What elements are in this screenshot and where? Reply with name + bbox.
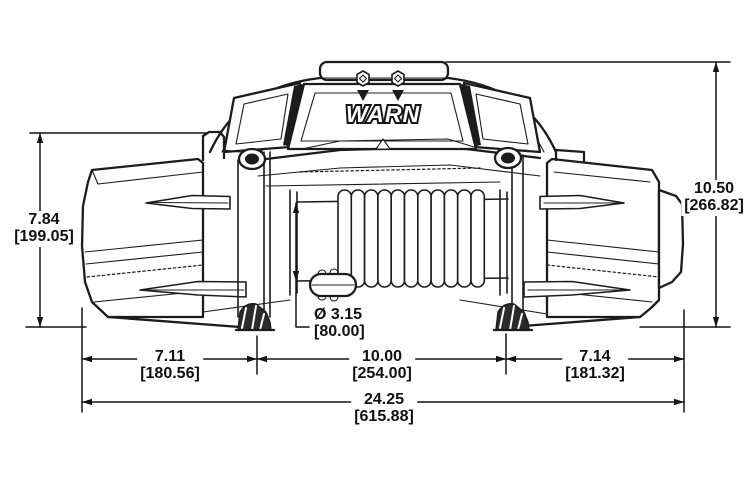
drum-flange-right — [499, 189, 508, 296]
dimension-value-inches: Ø 3.15 — [314, 306, 363, 324]
dimension-value-mm: [254.00] — [352, 365, 412, 382]
dimension-value-inches: 7.84 — [28, 211, 60, 229]
cap-bolt-left — [356, 70, 370, 101]
right-tie-rod — [523, 280, 631, 298]
dimension-label-height-overall: 10.50 [266.82] — [681, 180, 747, 216]
panel-notch — [375, 138, 391, 150]
dim-line-drum-leader — [295, 202, 310, 328]
dimension-label-height-left: 7.84 [199.05] — [11, 211, 77, 247]
left-wing-panel — [222, 81, 303, 154]
dimension-value-mm: [180.56] — [140, 365, 200, 382]
dimension-value-mm: [615.88] — [354, 408, 414, 425]
top-tab — [554, 148, 586, 164]
right-lever — [539, 194, 625, 210]
dimension-label-width-motor-side: 7.11 [180.56] — [137, 348, 203, 384]
dimension-label-width-drum: 10.00 [254.00] — [349, 348, 415, 384]
rear-tab — [201, 130, 226, 162]
dimension-label-width-gear-side: 7.14 [181.32] — [562, 348, 628, 384]
cap-bolt-right — [391, 70, 405, 101]
dimension-value-mm: [181.32] — [565, 365, 625, 382]
end-cap — [657, 188, 685, 290]
rope-drum — [289, 189, 509, 302]
dimension-value-mm: [266.82] — [684, 197, 744, 214]
dimension-value-mm: [199.05] — [14, 228, 74, 245]
dimension-label-width-overall: 24.25 [615.88] — [351, 391, 417, 427]
right-support-plate — [511, 154, 524, 318]
warn-logo-text: WARN — [346, 101, 420, 127]
right-wing-panel — [461, 81, 542, 154]
dimension-value-inches: 10.00 — [361, 348, 403, 366]
right-gear-housing — [459, 148, 685, 329]
rope-anchor — [308, 268, 358, 302]
left-tie-rod — [139, 280, 247, 298]
left-motor-housing — [80, 130, 291, 329]
mounting-foot-left — [234, 302, 276, 332]
clutch-lever — [145, 194, 231, 210]
dimension-value-inches: 10.50 — [693, 180, 735, 198]
deck-bolt-left — [237, 147, 267, 171]
dimension-value-inches: 24.25 — [363, 391, 405, 409]
control-pack: WARN — [208, 60, 558, 160]
rope-coils — [337, 189, 486, 288]
deck-bolt-right — [493, 146, 523, 170]
top-cap — [318, 60, 450, 82]
warn-badge-panel: WARN — [286, 82, 478, 151]
dimension-label-drum-diameter: Ø 3.15 [80.00] — [312, 306, 368, 342]
dimension-value-mm: [80.00] — [314, 323, 365, 340]
dimension-value-inches: 7.11 — [154, 348, 186, 366]
left-support-plate — [237, 151, 271, 318]
mounting-foot-right — [492, 302, 534, 332]
dimension-value-inches: 7.14 — [579, 348, 611, 366]
